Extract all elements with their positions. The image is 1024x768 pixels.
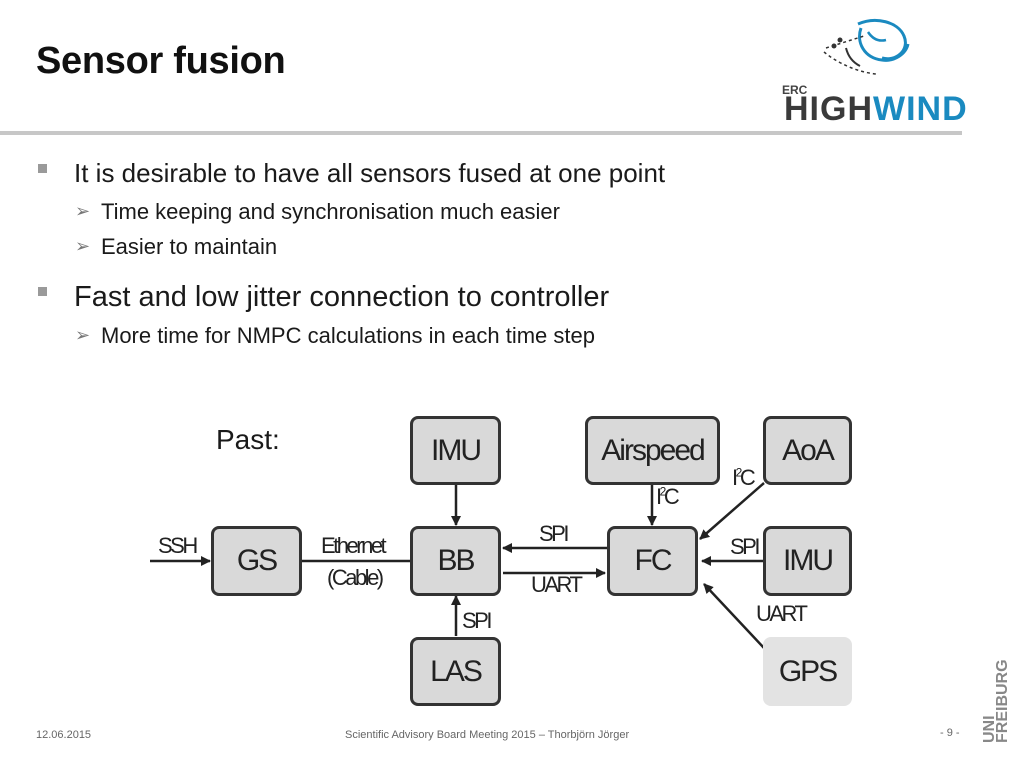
node-bb: BB [410, 526, 501, 596]
i2c-airspeed-c: C [663, 484, 680, 509]
logo-wind-text: WIND [873, 90, 968, 128]
aoa-to-fc-arrow [699, 482, 765, 540]
header-divider [0, 131, 962, 135]
bullet-1-text: It is desirable to have all sensors fuse… [74, 158, 666, 188]
label-i2c-aoa: I2C [732, 465, 756, 491]
node-imu-right: IMU [763, 526, 852, 596]
i2c-airspeed-sup: 2 [659, 484, 667, 499]
sub-bullet-1-1-text: Time keeping and synchronisation much ea… [101, 199, 560, 224]
slide-title: Sensor fusion [36, 40, 286, 82]
arrow-bullet-icon: ➢ [75, 325, 91, 345]
square-bullet-icon [38, 287, 47, 296]
node-imu-top: IMU [410, 416, 501, 485]
i2c-airspeed-i: I [656, 484, 662, 509]
sub-bullet-1-2: ➢ Easier to maintain [75, 234, 278, 260]
sub-bullet-1-2-text: Easier to maintain [101, 234, 278, 259]
uni-text-line2: FREIBURG [994, 659, 1011, 743]
node-las: LAS [410, 637, 501, 706]
arrow-bullet-icon: ➢ [75, 201, 91, 221]
highwind-logo: ERC HIGHWIND [778, 14, 978, 128]
label-ssh: SSH [158, 533, 198, 558]
bullet-2-text: Fast and low jitter connection to contro… [74, 281, 610, 313]
uni-freiburg-text: UNI FREIBURG [981, 653, 1011, 743]
diagram-caption: Past: [216, 424, 280, 455]
node-aoa: AoA [763, 416, 852, 485]
footer-date: 12.06.2015 [36, 729, 92, 741]
i2c-aoa-sup: 2 [735, 465, 743, 480]
sub-bullet-2-1-text: More time for NMPC calculations in each … [101, 323, 595, 348]
square-bullet-icon [38, 164, 47, 173]
label-ethernet: Ethernet [321, 533, 387, 558]
gps-to-fc-arrow [703, 583, 765, 649]
node-fc: FC [607, 526, 698, 596]
node-gs: GS [211, 526, 302, 596]
sub-bullet-2-1: ➢ More time for NMPC calculations in eac… [75, 323, 595, 349]
logo-high-text: HIGH [784, 90, 873, 128]
node-airspeed: Airspeed [585, 416, 720, 485]
label-spi-imu: SPI [730, 534, 760, 559]
kite-logo-icon [823, 19, 910, 75]
label-uart-gps: UART [756, 601, 808, 626]
uni-freiburg-logo: UNI FREIBURG [980, 653, 1011, 745]
label-spi-bb-fc: SPI [539, 521, 569, 546]
page-number: - 9 - [940, 727, 960, 739]
i2c-aoa-c: C [739, 465, 756, 490]
label-cable: (Cable) [327, 565, 384, 590]
bullet-1: It is desirable to have all sensors fuse… [38, 158, 666, 189]
logo-erc-text: ERC [782, 83, 808, 97]
bullet-2: Fast and low jitter connection to contro… [38, 281, 610, 314]
label-uart-bb-fc: UART [531, 572, 583, 597]
node-gps: GPS [763, 637, 852, 706]
label-i2c-airspeed: I2C [656, 484, 680, 510]
i2c-aoa-i: I [732, 465, 738, 490]
logo-wordmark: HIGHWIND [784, 90, 968, 129]
arrow-bullet-icon: ➢ [75, 236, 91, 256]
label-spi-las: SPI [462, 608, 492, 633]
sub-bullet-1-1: ➢ Time keeping and synchronisation much … [75, 199, 560, 225]
footer-center-text: Scientific Advisory Board Meeting 2015 –… [345, 729, 630, 741]
